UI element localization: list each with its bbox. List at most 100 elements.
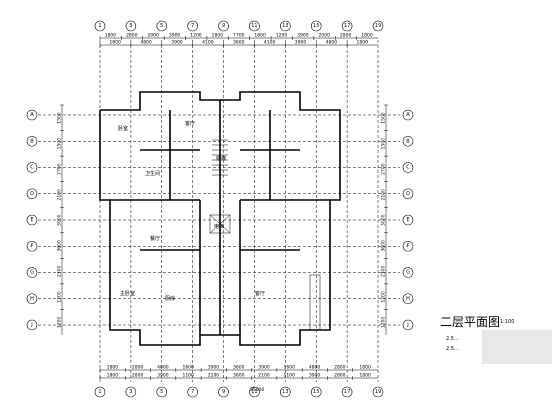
room-label: 电梯 — [214, 223, 224, 230]
axis-bubble-top — [372, 20, 384, 32]
axis-label-left: F — [31, 243, 34, 249]
axis-label-right: E — [406, 217, 409, 223]
drawing-title: 二层平面图 — [440, 315, 500, 329]
room-label: 楼梯 — [216, 155, 226, 162]
walls — [99, 91, 341, 346]
bottom-dim-row2-value: 3900 — [309, 373, 321, 379]
axis-grid-lines — [38, 40, 400, 382]
bottom-dim-row2-value: 2100 — [258, 373, 270, 379]
bottom-dim-row1-value: 1800 — [359, 365, 371, 371]
room-label: 客厅 — [185, 120, 195, 127]
balcony — [309, 274, 321, 331]
axis-label-top: 5 — [160, 23, 163, 29]
left-dim-value: 1500 — [57, 112, 63, 124]
axis-bubble-right — [402, 267, 414, 278]
top-dim-row2-value: 1800 — [357, 40, 369, 46]
top-dim-row1-value: 1200 — [190, 33, 202, 39]
bottom-dim-row1-value: 4800 — [157, 365, 169, 371]
bottom-dim-row2-value: 1100 — [182, 373, 194, 379]
axis-bubble-bottom — [280, 386, 291, 398]
axis-label-top: 17 — [344, 23, 350, 29]
title-block: 二层平面图 1:100 2.5… 2.5… — [440, 315, 552, 364]
right-dim-value: 1200 — [381, 317, 387, 329]
top-dim-row1-value: 2800 — [126, 33, 138, 39]
right-dim-value: 3600 — [381, 240, 387, 252]
dimension-chains: 1800 2800 2000 3900 1200 1800 7700 1800 1200 3900… — [57, 33, 388, 380]
left-dim-value: 2100 — [57, 189, 63, 201]
bottom-dim-row2-value: 1800 — [359, 373, 371, 379]
bottom-dim-row1-value: 3900 — [258, 365, 270, 371]
top-dim-row1-value: 1800 — [212, 33, 224, 39]
right-dim-value: 1500 — [381, 138, 387, 150]
axis-bubble-left — [26, 293, 38, 305]
elevator-shaft — [209, 214, 231, 234]
axis-label-top: 15 — [313, 23, 319, 29]
axis-label-right: B — [406, 138, 410, 144]
axis-label-top: 13 — [282, 23, 288, 29]
axis-bubble-top — [125, 20, 137, 32]
top-dim-row1-value: 2800 — [340, 33, 352, 39]
top-dim-row1-value: 2000 — [147, 33, 159, 39]
axis-label-left: B — [30, 138, 34, 144]
axis-label-right: A — [406, 112, 410, 118]
axis-bubbles: 113355779911111313151517171919ABCDEFGHJA… — [26, 20, 414, 398]
right-dim-value: 3000 — [381, 214, 387, 226]
bottom-dim-row2-value: 1100 — [284, 373, 296, 379]
axis-label-bottom: 19 — [375, 389, 381, 395]
axis-bubble-left — [26, 188, 38, 200]
axis-bubble-top — [156, 20, 168, 32]
axis-bubble-left — [26, 135, 38, 147]
axis-label-top: 11 — [251, 23, 257, 29]
axis-label-top: 7 — [191, 23, 194, 29]
axis-bubble-right — [402, 240, 414, 252]
top-dim-row2-value: 3900 — [171, 40, 183, 46]
bottom-dim-row2-value: 3600 — [233, 373, 245, 379]
bottom-dim-row1-value: 3600 — [233, 365, 245, 371]
bottom-dim-row2-value: 1800 — [107, 373, 119, 379]
axis-label-bottom: 3 — [129, 389, 132, 395]
top-dim-row2-value: 3900 — [295, 40, 307, 46]
axis-label-right: F — [407, 243, 410, 249]
right-dim-value: 2100 — [381, 189, 387, 201]
bottom-dim-row1-value: 3900 — [208, 365, 220, 371]
axis-bubble-top — [218, 20, 229, 32]
axis-bubble-bottom — [341, 386, 353, 398]
top-dim-row2-value: 4800 — [140, 40, 152, 46]
room-label: 餐厅 — [150, 235, 160, 242]
right-dim-value: 2300 — [381, 266, 387, 278]
bottom-dim-row1-value: 1600 — [182, 365, 194, 371]
smudge-area — [482, 330, 552, 364]
axis-bubble-top — [187, 20, 198, 32]
bottom-dim-row2-value: 3900 — [157, 373, 169, 379]
room-label: 客厅 — [255, 290, 265, 297]
axis-label-left: A — [30, 112, 34, 118]
right-dim-value: 1200 — [381, 291, 387, 303]
overall-dimension: 35000 — [250, 387, 264, 393]
bottom-dim-row2-value: 2100 — [208, 373, 220, 379]
top-dim-row1-value: 7700 — [233, 33, 245, 39]
axis-bubble-right — [402, 319, 414, 331]
axis-label-bottom: 17 — [344, 389, 350, 395]
axis-label-top: 3 — [129, 23, 132, 29]
axis-bubble-right — [402, 135, 414, 147]
left-dim-value: 1500 — [57, 138, 63, 150]
axis-bubble-right — [402, 293, 414, 305]
left-dim-value: 2300 — [57, 266, 63, 278]
room-label: 厨房 — [165, 295, 175, 302]
top-dim-row2-value: 4100 — [264, 40, 276, 46]
left-dim-value: 3000 — [57, 214, 63, 226]
top-dim-row2-value: 4800 — [326, 40, 338, 46]
axis-bubble-top — [249, 20, 260, 32]
axis-bubble-top — [280, 20, 291, 32]
axis-bubble-bottom — [249, 386, 260, 398]
axis-bubble-left — [26, 240, 38, 252]
axis-bubble-right — [402, 162, 414, 173]
axis-label-left: D — [30, 191, 34, 197]
bottom-dim-row1-value: 2800 — [334, 365, 346, 371]
top-dim-row2-value: 3600 — [233, 40, 245, 46]
bottom-dim-row2-value: 2800 — [334, 373, 346, 379]
axis-label-left: J — [30, 322, 32, 328]
axis-label-right: G — [406, 270, 410, 276]
axis-bubble-top — [310, 20, 322, 32]
